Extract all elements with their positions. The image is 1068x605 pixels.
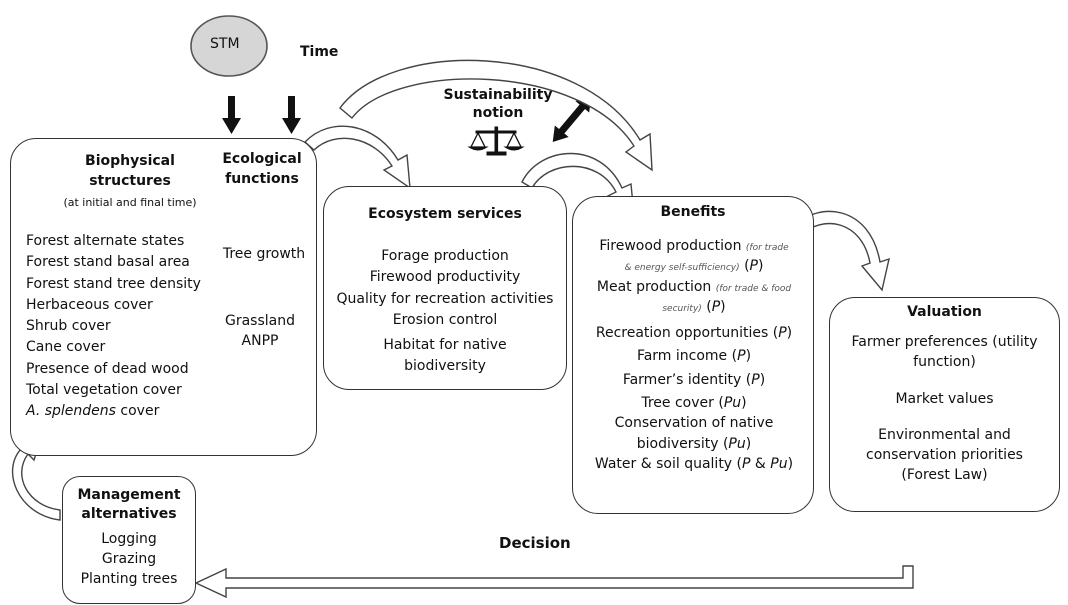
benefit-recreation: Recreation opportunities (P) bbox=[595, 325, 793, 342]
list-item: biodiversity bbox=[404, 358, 486, 375]
species-name: A. splendens bbox=[26, 403, 116, 420]
benefit-firewood-label: Firewood production bbox=[599, 238, 746, 254]
benefit-recreation-label: Recreation opportunities bbox=[595, 325, 769, 342]
valuation-items: Farmer preferences (utility function) Ma… bbox=[829, 332, 1060, 486]
benefit-meat-note: (for trade & food bbox=[715, 283, 792, 294]
p-tag: P bbox=[749, 258, 758, 275]
pu-tag: Pu bbox=[770, 455, 788, 472]
pu-tag: Pu bbox=[723, 395, 742, 412]
management-title-line2: alternatives bbox=[81, 505, 177, 522]
list-item: Erosion control bbox=[392, 311, 498, 328]
management-box bbox=[62, 476, 196, 604]
benefit-firewood-cont: & energy self-sufficiency) (P) bbox=[624, 258, 764, 275]
benefit-tree-cover: Tree cover (Pu) bbox=[641, 395, 747, 412]
benefit-meat-note2: security) bbox=[662, 303, 702, 314]
balance-scale-icon bbox=[467, 126, 525, 156]
list-item: Presence of dead wood bbox=[26, 360, 189, 377]
hollow-arrows bbox=[12, 59, 914, 599]
biophysical-ecological-box bbox=[10, 138, 317, 456]
benefit-meat-cont: security) (P) bbox=[662, 298, 726, 315]
time-label: Time bbox=[300, 44, 339, 60]
benefits-title: Benefits bbox=[660, 204, 726, 220]
stm-label: STM bbox=[210, 36, 240, 52]
benefit-firewood: Firewood production (for trade bbox=[574, 236, 814, 256]
pu-tag: Pu bbox=[728, 435, 746, 452]
list-item: Logging bbox=[101, 531, 157, 547]
ecological-title-line1: Ecological bbox=[222, 151, 302, 167]
p-tag: P bbox=[751, 371, 760, 388]
valuation-pref: Farmer preferences (utility bbox=[851, 334, 1038, 350]
management-title-line1: Management bbox=[77, 487, 181, 503]
benefits-items: Firewood production (for trade & energy … bbox=[574, 236, 814, 474]
benefits-box bbox=[572, 196, 814, 514]
biophysical-title-line2: structures bbox=[89, 172, 171, 189]
valuation-pref-cont: function) bbox=[913, 354, 976, 371]
stm-ellipse bbox=[190, 15, 268, 77]
list-item: Herbaceous cover bbox=[26, 296, 153, 313]
p-tag: P bbox=[737, 348, 746, 365]
ecosystem-services-title: Ecosystem services bbox=[368, 206, 522, 222]
list-item: Quality for recreation activities bbox=[336, 290, 554, 307]
ecosystem-services-items: Forage production Firewood productivity … bbox=[323, 246, 567, 378]
valuation-env: Environmental and bbox=[878, 426, 1011, 443]
biophysical-subtitle: (at initial and final time) bbox=[63, 196, 197, 209]
list-item: Grazing bbox=[101, 550, 157, 567]
list-item: Cane cover bbox=[26, 339, 106, 356]
valuation-title: Valuation bbox=[907, 304, 982, 320]
benefit-conservation-cont: biodiversity (Pu) bbox=[636, 435, 752, 452]
management-items: Logging Grazing Planting trees bbox=[62, 530, 196, 590]
list-item: Forest stand basal area bbox=[26, 254, 190, 271]
valuation-box bbox=[829, 297, 1060, 512]
species-rest: cover bbox=[115, 403, 160, 420]
ecosystem-services-box bbox=[323, 186, 567, 390]
ecological-title: Ecological functions bbox=[212, 150, 312, 189]
benefit-water-label: Water & soil quality bbox=[594, 455, 733, 472]
sustainability-line2: notion bbox=[472, 105, 524, 122]
benefit-firewood-note2: & energy self-sufficiency) bbox=[624, 263, 740, 274]
list-item: Firewood productivity bbox=[369, 269, 521, 286]
benefit-farm-income-label: Farm income bbox=[636, 348, 728, 365]
valuation-market: Market values bbox=[895, 390, 994, 407]
p-tag: P bbox=[742, 455, 751, 472]
benefit-firewood-note: (for trade bbox=[745, 243, 789, 253]
ecological-title-line2: functions bbox=[225, 170, 299, 187]
biophysical-title: Biophysical structures bbox=[30, 152, 230, 191]
ecological-grassland-line2: ANPP bbox=[241, 332, 279, 349]
list-item: Forest alternate states bbox=[26, 233, 185, 249]
benefit-meat: Meat production (for trade & food bbox=[574, 277, 814, 297]
list-item: Forage production bbox=[381, 248, 509, 264]
list-item: Total vegetation cover bbox=[26, 381, 182, 398]
biophysical-items: Forest alternate states Forest stand bas… bbox=[26, 231, 201, 422]
amp: & bbox=[750, 455, 771, 472]
benefit-identity: Farmer’s identity (P) bbox=[622, 371, 766, 388]
list-item: Shrub cover bbox=[26, 318, 111, 335]
sustainability-label: Sustainability notion bbox=[440, 86, 556, 122]
time-down-arrows bbox=[222, 96, 301, 134]
list-item: Forest stand tree density bbox=[26, 275, 201, 292]
p-tag: P bbox=[711, 298, 721, 315]
list-item: Planting trees bbox=[80, 570, 178, 587]
benefit-water: Water & soil quality (P & Pu) bbox=[594, 455, 794, 472]
ecological-grassland: Grassland ANPP bbox=[210, 312, 310, 351]
benefit-tree-cover-label: Tree cover bbox=[641, 395, 714, 412]
benefit-meat-label: Meat production bbox=[596, 278, 716, 295]
benefit-farm-income: Farm income (P) bbox=[636, 348, 752, 365]
ecological-grassland-line1: Grassland bbox=[225, 313, 295, 329]
valuation-env-cont: conservation priorities bbox=[866, 447, 1023, 464]
decision-label: Decision bbox=[499, 534, 571, 552]
benefit-identity-label: Farmer’s identity bbox=[622, 371, 742, 388]
list-item: A. splendens cover bbox=[26, 401, 201, 422]
management-title: Management alternatives bbox=[62, 486, 196, 524]
ecological-tree-growth: Tree growth bbox=[222, 246, 306, 262]
benefit-conservation: Conservation of native bbox=[614, 415, 774, 432]
valuation-env-cont2: (Forest Law) bbox=[901, 467, 988, 484]
biophysical-title-line1: Biophysical bbox=[85, 153, 175, 169]
p-tag: P bbox=[778, 325, 787, 342]
list-item: Habitat for native bbox=[383, 337, 507, 354]
benefit-conservation-label: biodiversity bbox=[636, 435, 719, 452]
sustainability-line1: Sustainability bbox=[443, 87, 553, 103]
